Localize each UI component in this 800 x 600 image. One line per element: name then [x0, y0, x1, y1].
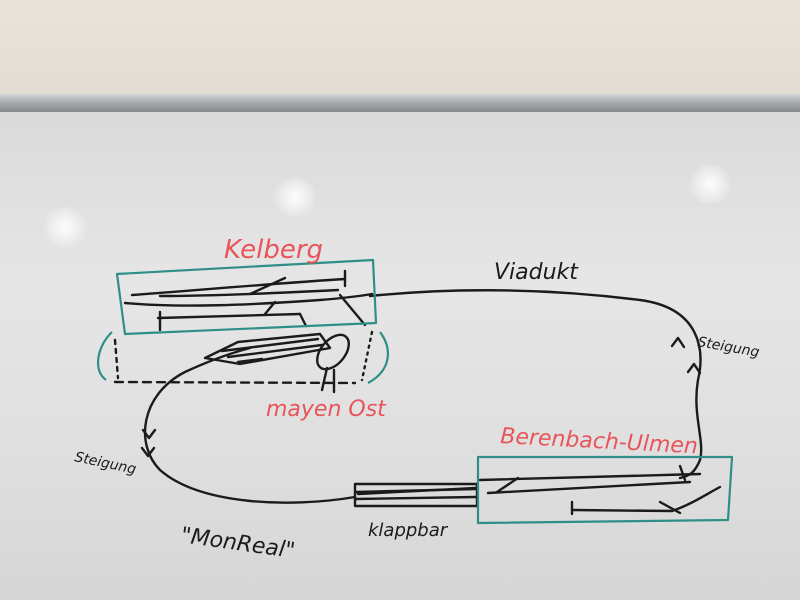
hidden-track-dotted	[360, 330, 374, 382]
mayen-oval	[315, 333, 351, 371]
kelberg-switch	[248, 276, 287, 296]
hidden-track-dashed	[113, 380, 357, 385]
mayen-ost-label: mayen Ost	[266, 397, 387, 422]
mayen-platform	[203, 332, 332, 366]
arrow-up-icon	[686, 362, 702, 375]
berenbach-ulmen-label: Berenbach-Ulmen	[500, 424, 699, 459]
kelberg-siding	[158, 288, 340, 298]
kelberg-track-bottom	[156, 312, 302, 320]
incline-left-label: Steigung	[73, 449, 137, 478]
kelberg-arc-right	[367, 331, 389, 384]
light-reflection	[40, 207, 90, 247]
arrow-down-icon	[140, 446, 156, 458]
track-viaduct	[368, 289, 703, 480]
arrow-up-icon	[670, 336, 686, 349]
incline-right-label: Steigung	[696, 334, 760, 361]
kelberg-arc-left	[96, 331, 113, 381]
kelberg-track-upper	[130, 277, 347, 297]
kelberg-exit	[338, 293, 367, 327]
arrow-down-icon	[141, 428, 157, 440]
light-reflection	[270, 177, 320, 217]
wall	[0, 0, 800, 96]
light-reflection	[685, 164, 735, 204]
berenbach-track-middle	[486, 480, 692, 495]
kelberg-label: Kelberg	[224, 235, 323, 265]
kelberg-switch	[298, 312, 308, 328]
viaduct-label: Viadukt	[494, 260, 579, 285]
klappbar-label: klappbar	[368, 520, 449, 541]
whiteboard-frame	[0, 94, 800, 112]
berenbach-switch	[495, 476, 520, 494]
whiteboard	[0, 112, 800, 600]
kelberg-station-box	[115, 258, 378, 336]
kelberg-switch	[263, 300, 277, 316]
klappbar-section	[353, 482, 479, 508]
berenbach-track-upper	[478, 472, 702, 482]
berenbach-station-box	[476, 455, 734, 525]
berenbach-siding	[570, 485, 722, 513]
track-monreal-loop	[143, 346, 357, 504]
kelberg-track-lower	[123, 292, 374, 307]
monreal-label: "MonReal"	[179, 523, 296, 564]
